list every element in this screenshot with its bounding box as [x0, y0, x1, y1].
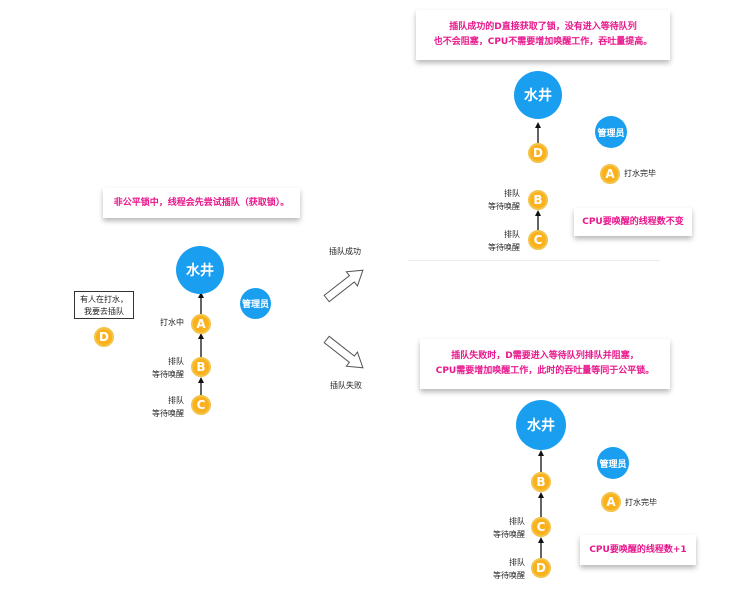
node-a-left-label: 打水中	[150, 316, 184, 329]
node-a-top: A	[600, 164, 620, 184]
node-d-bottom: D	[531, 558, 551, 578]
arrowhead-b-to-well-bottom	[538, 450, 544, 456]
node-a-left-letter: A	[196, 317, 206, 331]
node-b-bottom: B	[531, 472, 551, 492]
node-c-left-label: 排队 等待唤醒	[140, 394, 184, 420]
arrowhead-d-to-well-top	[535, 122, 541, 128]
node-d-bottom-letter: D	[536, 561, 546, 575]
node-c-top-label-line-2: 等待唤醒	[488, 243, 520, 252]
top-note: 插队成功的D直接获取了锁，没有进入等待队列 也不会阻塞，CPU不需要增加唤醒工作…	[416, 10, 670, 60]
arrowhead-c-to-b-bottom	[538, 492, 544, 498]
node-d-top-letter: D	[533, 146, 543, 160]
node-d-bottom-label-line-2: 等待唤醒	[493, 571, 525, 580]
well-top: 水井	[514, 71, 562, 119]
arrowhead-c-to-b-top	[535, 210, 541, 216]
top-cpu-note: CPU要唤醒的线程数不变	[574, 208, 692, 236]
manager-left: 管理员	[240, 288, 271, 319]
node-c-bottom-letter: C	[536, 520, 546, 534]
node-c-left-letter: C	[196, 398, 206, 412]
node-c-left-label-line-1: 排队	[168, 396, 184, 405]
node-b-left: B	[191, 357, 211, 377]
node-b-top-label-line-1: 排队	[504, 189, 520, 198]
node-b-top: B	[528, 190, 548, 210]
well-left: 水井	[176, 246, 224, 294]
manager-top-label: 管理员	[597, 128, 625, 139]
manager-top: 管理员	[595, 116, 627, 148]
node-d-bottom-label-line-1: 排队	[509, 558, 525, 567]
node-a-bottom: A	[601, 492, 621, 512]
node-a-bottom-label: 打水完毕	[625, 496, 657, 509]
node-a-left-label-text: 打水中	[160, 318, 184, 327]
node-a-bottom-label-text: 打水完毕	[625, 498, 657, 507]
manager-bottom-label: 管理员	[599, 459, 627, 470]
fail-caption: 插队失败	[330, 381, 362, 390]
well-bottom-label: 水井	[527, 418, 555, 434]
top-note-line-1: 插队成功的D直接获取了锁，没有进入等待队列	[449, 22, 637, 32]
arrowhead-b-to-a	[198, 333, 204, 339]
request-box-line-2: 我要去插队	[84, 307, 124, 316]
arrowhead-c-to-b	[198, 377, 204, 383]
node-d-bottom-label: 排队 等待唤醒	[481, 556, 525, 582]
well-top-label: 水井	[524, 88, 552, 104]
node-b-top-label: 排队 等待唤醒	[476, 187, 520, 213]
node-a-top-label: 打水完毕	[624, 167, 656, 180]
node-b-left-label: 排队 等待唤醒	[140, 355, 184, 381]
node-c-bottom-label: 排队 等待唤醒	[481, 515, 525, 541]
manager-bottom: 管理员	[597, 447, 629, 479]
top-cpu-note-text: CPU要唤醒的线程数不变	[582, 216, 684, 227]
node-c-top: C	[528, 230, 548, 250]
bottom-note: 插队失败时，D需要进入等待队列排队并阻塞， CPU需要增加唤醒工作，此时的吞吐量…	[420, 339, 670, 389]
top-note-line-2: 也不会阻塞，CPU不需要增加唤醒工作，吞吐量提高。	[433, 37, 653, 47]
node-a-left: A	[191, 314, 211, 334]
node-c-bottom-label-line-2: 等待唤醒	[493, 530, 525, 539]
fail-hollow-arrow	[323, 335, 364, 369]
node-b-left-label-line-2: 等待唤醒	[152, 370, 184, 379]
bottom-cpu-note-text: CPU要唤醒的线程数+1	[589, 544, 687, 555]
success-caption: 插队成功	[329, 247, 361, 256]
node-c-top-label: 排队 等待唤醒	[476, 228, 520, 254]
node-d-top: D	[528, 143, 548, 163]
node-d-left-letter: D	[99, 330, 109, 344]
arrowhead-d-to-c-bottom	[538, 537, 544, 543]
node-c-left-label-line-2: 等待唤醒	[152, 409, 184, 418]
node-c-bottom: C	[531, 517, 551, 537]
well-left-label: 水井	[186, 263, 214, 279]
node-c-top-letter: C	[533, 233, 543, 247]
node-c-top-label-line-1: 排队	[504, 230, 520, 239]
node-c-bottom-label-line-1: 排队	[509, 517, 525, 526]
arrowhead-a-to-well	[198, 292, 204, 298]
node-a-bottom-letter: A	[606, 495, 616, 509]
node-b-top-label-line-2: 等待唤醒	[488, 202, 520, 211]
node-b-left-letter: B	[196, 360, 206, 374]
left-note: 非公平锁中，线程会先尝试插队（获取锁）。	[103, 188, 300, 218]
success-hollow-arrow	[323, 269, 364, 303]
node-c-left: C	[191, 395, 211, 415]
request-box: 有人在打水， 我要去插队	[74, 291, 134, 319]
node-b-left-label-line-1: 排队	[168, 357, 184, 366]
bottom-cpu-note: CPU要唤醒的线程数+1	[580, 535, 696, 565]
request-box-line-1: 有人在打水，	[80, 295, 128, 304]
bottom-note-line-1: 插队失败时，D需要进入等待队列排队并阻塞，	[451, 351, 639, 361]
left-note-line-1: 非公平锁中，线程会先尝试插队（获取锁）。	[113, 197, 290, 208]
scene-divider	[408, 260, 660, 261]
node-d-left: D	[94, 327, 114, 347]
node-b-top-letter: B	[533, 193, 543, 207]
node-a-top-label-text: 打水完毕	[624, 169, 656, 178]
well-bottom: 水井	[516, 400, 566, 450]
bottom-note-line-2: CPU需要增加唤醒工作，此时的吞吐量等同于公平锁。	[435, 366, 655, 376]
node-b-bottom-letter: B	[536, 475, 546, 489]
manager-left-label: 管理员	[241, 300, 269, 310]
node-a-top-letter: A	[605, 167, 615, 181]
